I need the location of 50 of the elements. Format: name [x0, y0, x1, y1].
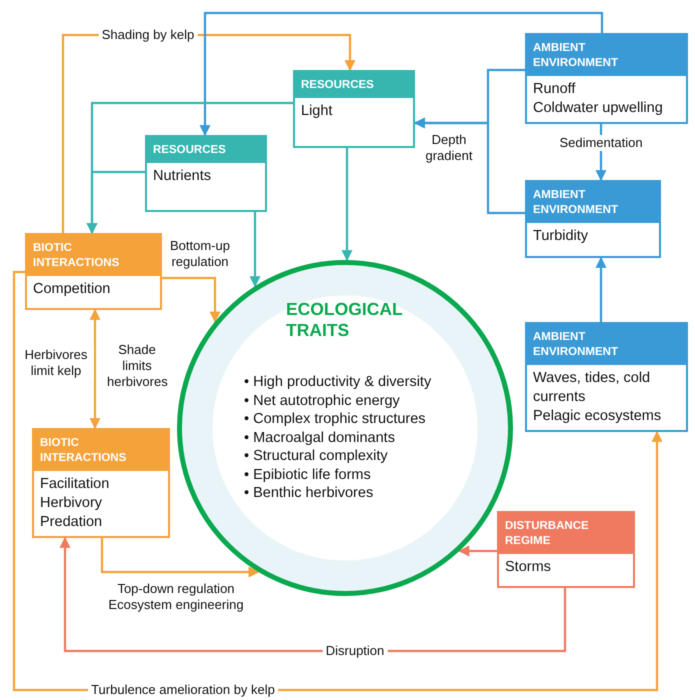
box-text: Herbivory	[40, 494, 102, 513]
box-heading: BIOTIC INTERACTIONS	[27, 235, 160, 276]
category-box	[32, 428, 170, 538]
bullet-item: • Structural complexity	[244, 447, 388, 466]
arrow	[60, 536, 566, 652]
bullet-item: • Benthic herbivores	[244, 484, 374, 502]
arrow	[250, 212, 260, 288]
arrow	[162, 276, 220, 323]
edge-label: Turbulence amelioration by kelp	[88, 682, 278, 698]
arrow	[596, 256, 606, 322]
arrow	[100, 538, 260, 578]
bullet-item: • Complex trophic structures	[244, 410, 426, 428]
box-text: Light	[301, 102, 332, 121]
box-text: Turbidity	[533, 227, 588, 246]
box-text: Predation	[40, 513, 102, 532]
box-heading: AMBIENT ENVIRONMENT	[527, 35, 686, 76]
box-heading: RESOURCES	[147, 137, 265, 163]
box-heading: BIOTIC INTERACTIONS	[34, 430, 168, 471]
arrow	[200, 12, 604, 136]
edge-label: Disruption	[322, 643, 388, 659]
bullet-item: • Epibiotic life forms	[244, 466, 371, 484]
box-heading: RESOURCES	[295, 72, 413, 98]
arrow	[342, 148, 352, 262]
box-heading: AMBIENT ENVIRONMENT	[527, 182, 659, 223]
box-text: Competition	[33, 280, 110, 299]
arrow	[86, 170, 145, 234]
category-box	[25, 233, 162, 310]
box-text: Storms	[505, 558, 551, 577]
bullet-item: • Net autotrophic energy	[244, 392, 400, 410]
box-text: Facilitation	[40, 475, 110, 494]
category-box	[525, 322, 688, 432]
category-box	[145, 135, 267, 212]
box-heading: DISTURBANCE REGIME	[499, 513, 633, 554]
arrow	[90, 308, 100, 430]
arrow	[414, 118, 525, 214]
category-box	[293, 70, 415, 148]
box-text: Coldwater upwelling	[533, 99, 663, 118]
box-heading: AMBIENT ENVIRONMENT	[527, 324, 686, 365]
category-box	[525, 33, 688, 124]
arrow	[458, 546, 497, 556]
category-box	[525, 180, 661, 258]
bullet-item: • Macroalgal dominants	[244, 428, 395, 447]
edge-label: Shading by kelp	[98, 27, 198, 43]
bullet-item: • High productivity & diversity	[244, 373, 432, 392]
box-text: Runoff	[533, 80, 576, 99]
box-text: Pelagic ecosystems	[533, 407, 662, 426]
circle-heading: ECOLOGICAL TRAITS	[286, 299, 404, 341]
box-text: Waves, tides, cold currents	[533, 369, 652, 407]
box-text: Nutrients	[153, 167, 212, 186]
category-box	[497, 511, 635, 588]
